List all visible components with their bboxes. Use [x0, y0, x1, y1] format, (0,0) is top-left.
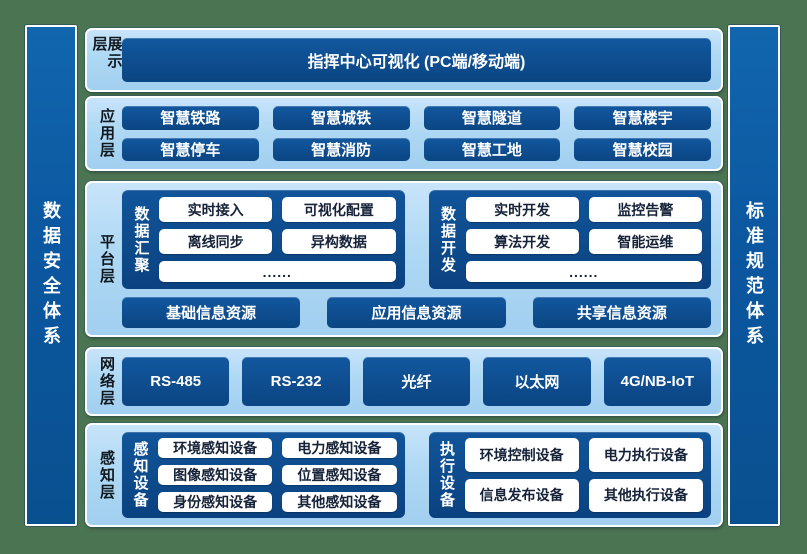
platform-item: 智能运维	[588, 229, 702, 254]
pillar-data-security: 数据安全体系	[25, 25, 77, 526]
layer-presentation-label: 展示层	[90, 36, 123, 70]
app-item: 智慧工地	[423, 137, 561, 161]
group-sensing-devices: 感知设备 环境感知设备 电力感知设备 图像感知设备 位置感知设备 身份感知设备 …	[122, 432, 405, 518]
platform-item: 算法开发	[465, 229, 579, 254]
layer-perception: 感知层 感知设备 环境感知设备 电力感知设备 图像感知设备 位置感知设备 身份感…	[85, 423, 723, 527]
resource-item: 共享信息资源	[532, 297, 711, 328]
group-data-development: 数据开发 实时开发 监控告警 算法开发 智能运维 ......	[428, 190, 711, 289]
app-item: 智慧铁路	[122, 106, 259, 130]
layer-perception-body: 感知设备 环境感知设备 电力感知设备 图像感知设备 位置感知设备 身份感知设备 …	[120, 431, 713, 519]
network-item: RS-485	[122, 357, 230, 406]
sensing-device-item: 图像感知设备	[158, 465, 273, 485]
network-item: 以太网	[483, 357, 591, 406]
layer-network-body: RS-485 RS-232 光纤 以太网 4G/NB-IoT	[120, 355, 713, 408]
app-item: 智慧楼宇	[574, 106, 711, 130]
group-data-development-grid: 实时开发 监控告警 算法开发 智能运维 ......	[465, 197, 702, 282]
layer-perception-label: 感知层	[98, 449, 115, 501]
execution-device-item: 电力执行设备	[588, 438, 703, 472]
platform-item: 可视化配置	[282, 197, 396, 222]
layer-application-body: 智慧铁路 智慧城铁 智慧隧道 智慧楼宇 智慧停车 智慧消防 智慧工地 智慧校园	[120, 104, 713, 163]
layer-application: 应用层 智慧铁路 智慧城铁 智慧隧道 智慧楼宇 智慧停车 智慧消防 智慧工地 智…	[85, 96, 723, 171]
platform-item: 实时开发	[465, 197, 579, 222]
network-item: RS-232	[242, 357, 350, 406]
app-item: 智慧消防	[272, 137, 410, 161]
platform-more-item: ......	[159, 261, 396, 282]
pillar-standards-label: 标准规范体系	[744, 200, 764, 351]
layer-network: 网络层 RS-485 RS-232 光纤 以太网 4G/NB-IoT	[85, 347, 723, 416]
group-execution-devices-grid: 环境控制设备 电力执行设备 信息发布设备 其他执行设备	[464, 438, 703, 512]
layer-presentation: 展示层 指挥中心可视化 (PC端/移动端)	[85, 28, 723, 92]
layer-platform-label: 平台层	[98, 233, 115, 285]
platform-resources: 基础信息资源 应用信息资源 共享信息资源	[122, 297, 711, 328]
app-item: 智慧隧道	[423, 106, 561, 130]
app-item: 智慧校园	[574, 137, 711, 161]
group-sensing-devices-title: 感知设备	[131, 441, 149, 509]
layer-platform: 平台层 数据汇聚 实时接入 可视化配置 离线同步 异构数据 ...... 数据开…	[85, 181, 723, 337]
group-execution-devices: 执行设备 环境控制设备 电力执行设备 信息发布设备 其他执行设备	[428, 432, 711, 518]
execution-device-item: 信息发布设备	[464, 478, 579, 512]
platform-groups: 数据汇聚 实时接入 可视化配置 离线同步 异构数据 ...... 数据开发 实时…	[122, 190, 711, 289]
resource-item: 基础信息资源	[122, 297, 301, 328]
execution-device-item: 其他执行设备	[588, 478, 703, 512]
platform-item: 监控告警	[588, 197, 702, 222]
group-sensing-devices-grid: 环境感知设备 电力感知设备 图像感知设备 位置感知设备 身份感知设备 其他感知设…	[158, 438, 397, 512]
command-center-visualization-box: 指挥中心可视化 (PC端/移动端)	[122, 38, 711, 82]
pillar-standards: 标准规范体系	[728, 25, 780, 526]
group-data-aggregation-title: 数据汇聚	[132, 205, 150, 274]
sensing-device-item: 位置感知设备	[282, 465, 397, 485]
layer-presentation-body: 指挥中心可视化 (PC端/移动端)	[120, 36, 713, 84]
platform-more-item: ......	[465, 261, 702, 282]
app-item: 智慧停车	[122, 137, 259, 161]
sensing-device-item: 电力感知设备	[282, 438, 397, 458]
layer-network-label: 网络层	[98, 356, 115, 407]
execution-device-item: 环境控制设备	[464, 438, 579, 472]
group-data-development-title: 数据开发	[439, 205, 456, 274]
layer-platform-body: 数据汇聚 实时接入 可视化配置 离线同步 异构数据 ...... 数据开发 实时…	[120, 189, 713, 329]
platform-item: 实时接入	[159, 197, 273, 222]
platform-item: 离线同步	[159, 229, 273, 254]
pillar-data-security-label: 数据安全体系	[41, 200, 61, 351]
sensing-device-item: 身份感知设备	[158, 492, 273, 512]
sensing-device-item: 其他感知设备	[282, 492, 397, 512]
group-data-aggregation-grid: 实时接入 可视化配置 离线同步 异构数据 ......	[159, 197, 396, 282]
network-item: 4G/NB-IoT	[603, 357, 712, 406]
group-execution-devices-title: 执行设备	[438, 441, 455, 509]
group-data-aggregation: 数据汇聚 实时接入 可视化配置 离线同步 异构数据 ......	[122, 190, 405, 289]
sensing-device-item: 环境感知设备	[158, 438, 273, 458]
layer-application-label: 应用层	[98, 108, 115, 159]
app-item: 智慧城铁	[272, 106, 410, 130]
platform-item: 异构数据	[282, 229, 396, 254]
resource-item: 应用信息资源	[327, 297, 506, 328]
network-item: 光纤	[362, 357, 471, 406]
